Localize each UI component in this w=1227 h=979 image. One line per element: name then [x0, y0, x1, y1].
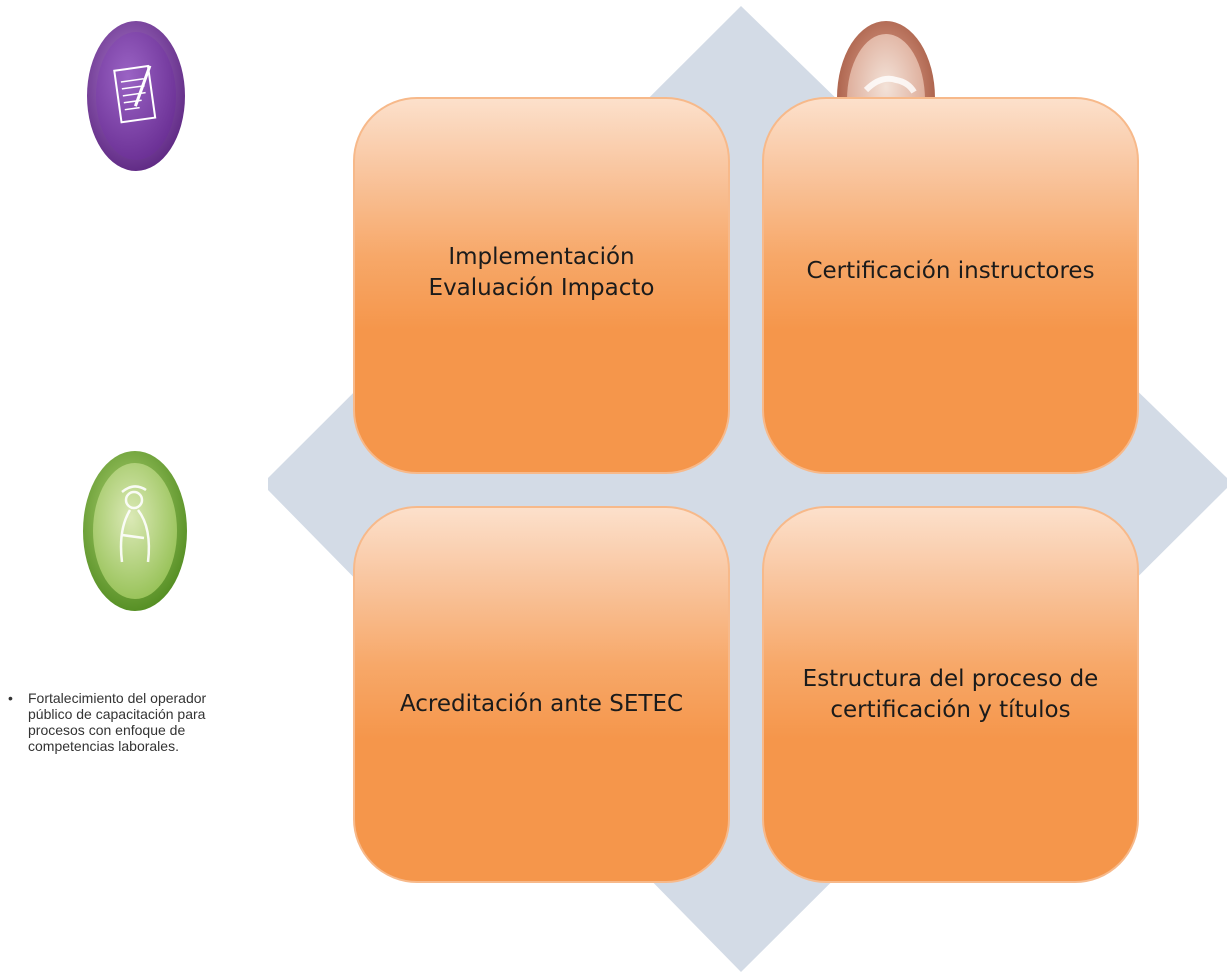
- box-line: Implementación: [448, 243, 635, 270]
- box-label-estructura: Estructura del proceso de certificación …: [803, 664, 1099, 726]
- box-line: Certificación instructores: [806, 258, 1095, 284]
- box-line: certificación y títulos: [830, 696, 1071, 723]
- box-label-certificacion: Certificación instructores: [806, 256, 1094, 287]
- bullet-marker: •: [8, 690, 13, 706]
- box-estructura: Estructura del proceso de certificación …: [762, 506, 1139, 883]
- side-note-text: Fortalecimiento del operador público de …: [28, 690, 207, 754]
- box-line: Estructura del proceso de: [802, 665, 1099, 692]
- box-label-acreditacion: Acreditación ante SETEC: [400, 689, 683, 720]
- box-certificacion: Certificación instructores: [762, 97, 1139, 474]
- box-line: Acreditación ante SETEC: [399, 691, 684, 717]
- box-label-implementacion: Implementación Evaluación Impacto: [429, 242, 655, 304]
- document-pencil-icon: [86, 20, 186, 172]
- worker-icon: [82, 450, 188, 612]
- hand-icon: [836, 20, 936, 175]
- box-implementacion: Implementación Evaluación Impacto: [353, 97, 730, 474]
- box-line: Evaluación Impacto: [428, 274, 655, 301]
- box-acreditacion: Acreditación ante SETEC: [353, 506, 730, 883]
- side-note: • Fortalecimiento del operador público d…: [8, 690, 208, 754]
